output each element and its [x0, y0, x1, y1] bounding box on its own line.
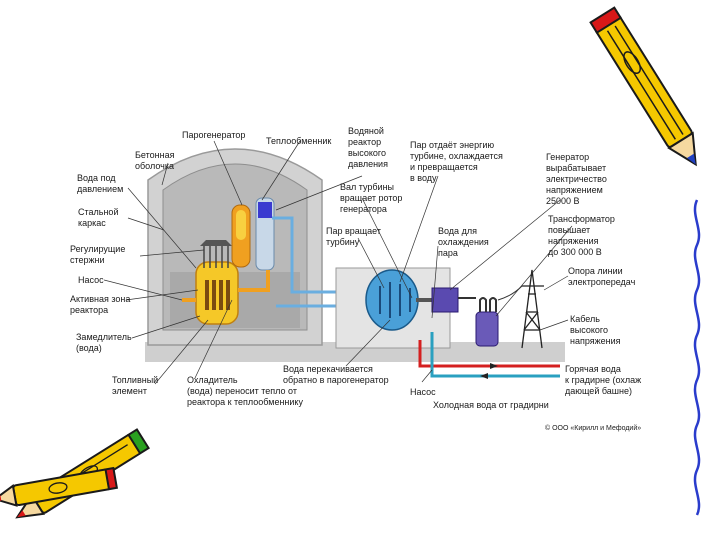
label-cooling-water: Вода для охлаждения пара [438, 226, 491, 258]
label-fuel-element: Топливный элемент [112, 375, 161, 396]
label-pump-left: Насос [78, 275, 104, 285]
label-moderator: Замедлитель (вода) [76, 332, 134, 353]
label-generator: Генератор вырабатывает электричество нап… [546, 152, 609, 206]
wavy-border-icon [693, 199, 701, 516]
label-turbine-shaft: Вал турбины вращает ротор генератора [340, 182, 405, 214]
label-cable: Кабель высокого напряжения [570, 314, 621, 346]
label-coolant: Охладитель (вода) переносит тепло от реа… [187, 375, 303, 407]
ground [145, 342, 565, 362]
label-control-rods: Регулирущие стержни [70, 244, 128, 265]
coolant-pipe [238, 270, 270, 292]
label-concrete-shell: Бетонная оболочка [135, 150, 177, 171]
label-power-line: Опора линии электропередач [568, 266, 636, 287]
label-steel-frame: Стальной каркас [78, 207, 121, 228]
pencil-icon [0, 466, 119, 507]
label-hot-water: Горячая вода к градирне (охлаж дающей ба… [565, 364, 644, 396]
label-transformer: Трансформатор повышает напряжения до 300… [548, 214, 617, 257]
fuel-rods [205, 280, 230, 310]
label-water-pumped: Вода перекачивается обратно в парогенера… [283, 364, 389, 385]
label-steam-energy: Пар отдаёт энергию турбине, охлаждается … [410, 140, 505, 183]
pencil-icon [589, 6, 697, 167]
cold-water-pipe [430, 332, 560, 378]
label-steam-generator: Парогенератор [182, 130, 245, 140]
label-pump-bottom: Насос [410, 387, 436, 397]
power-line-tower [521, 269, 544, 349]
hot-water-pipe [418, 340, 560, 368]
transformer [475, 311, 499, 347]
label-heat-exchanger: Теплообменник [266, 136, 331, 146]
control-rods [203, 244, 229, 268]
label-steam-rotates: Пар вращает турбину [326, 226, 384, 247]
label-cold-water: Холодная вода от градирни [433, 400, 549, 410]
leader-lines [103, 140, 573, 385]
label-pressurized-water: Вода под давлением [77, 173, 123, 194]
reactor-vessel [195, 261, 239, 325]
steam-pipe [272, 216, 360, 294]
label-pwr: Водяной реактор высокого давления [348, 126, 389, 169]
high-voltage-cable [497, 285, 523, 301]
generator [431, 287, 459, 313]
label-core: Активная зона реактора [70, 294, 133, 315]
copyright: © ООО «Кирилл и Мефодий» [545, 424, 641, 432]
